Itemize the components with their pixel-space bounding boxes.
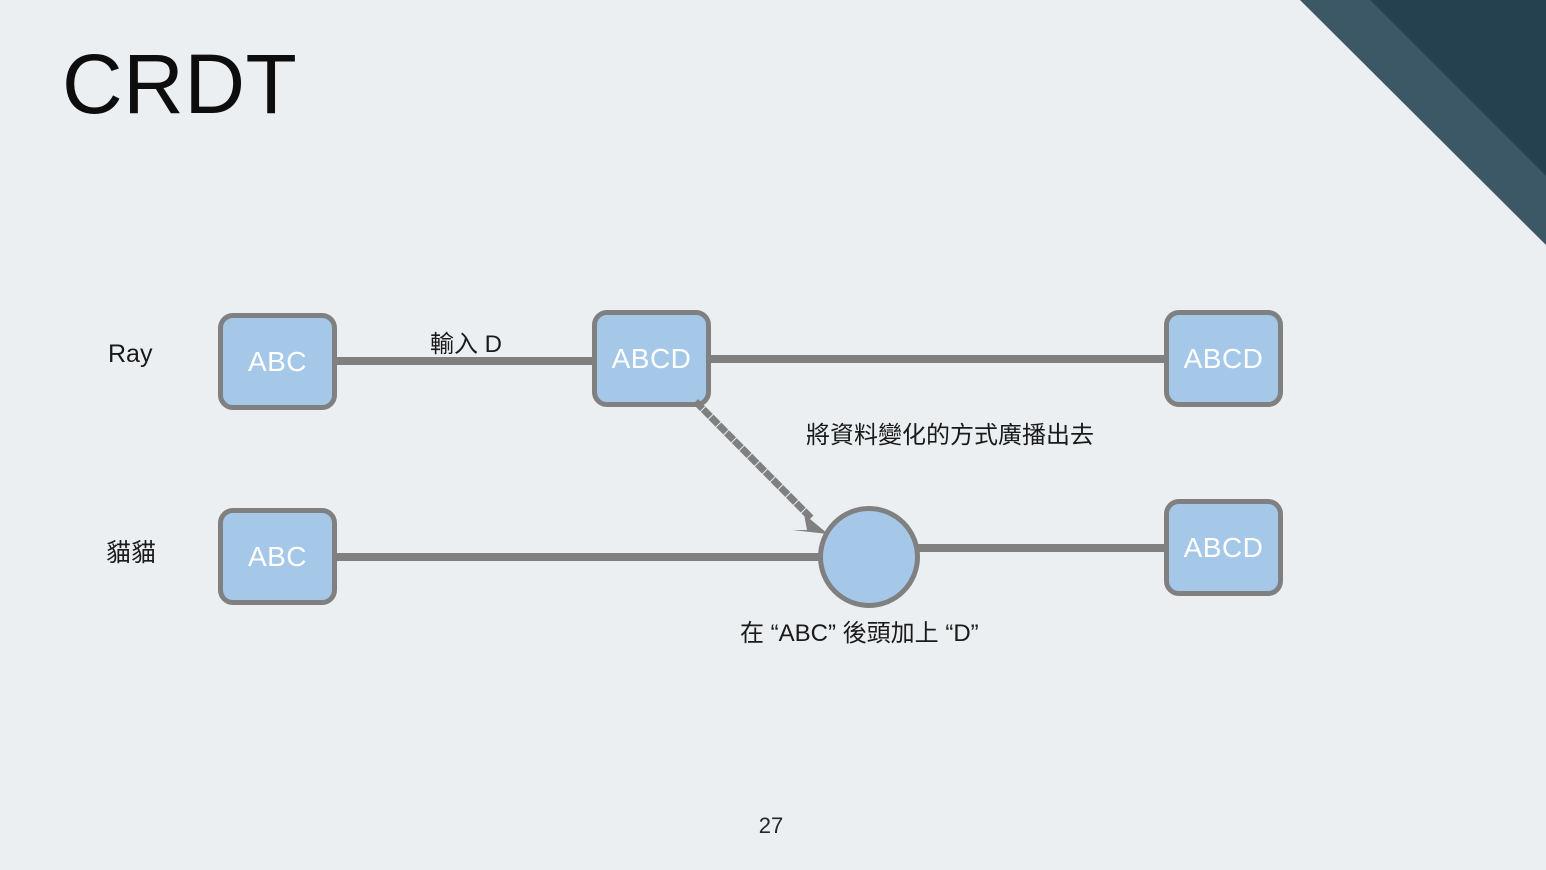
actor-label-cat: 貓貓 (106, 539, 157, 567)
annotation-broadcast: 將資料變化的方式廣播出去 (806, 422, 1094, 449)
node-ray-abcd-mid[interactable]: ABCD (592, 310, 711, 407)
actor-label-ray: Ray (108, 340, 153, 368)
connector-row2-segment2 (914, 544, 1170, 552)
node-cat-abc[interactable]: ABC (218, 508, 337, 605)
node-cat-merge-circle[interactable] (818, 506, 920, 608)
page-title: CRDT (62, 37, 298, 131)
annotation-append: 在 “ABC” 後頭加上 “D” (740, 620, 979, 647)
connector-row1-segment1 (332, 357, 598, 365)
node-cat-abcd-right[interactable]: ABCD (1164, 499, 1283, 596)
connector-row1-segment2 (704, 355, 1174, 363)
annotation-input-d: 輸入 D (430, 331, 502, 358)
node-ray-abcd-right[interactable]: ABCD (1164, 310, 1283, 407)
node-ray-abc[interactable]: ABC (218, 313, 337, 410)
connector-row2-segment1 (332, 553, 824, 561)
page-number: 27 (0, 813, 1546, 839)
page-number-value: 27 (758, 813, 784, 838)
